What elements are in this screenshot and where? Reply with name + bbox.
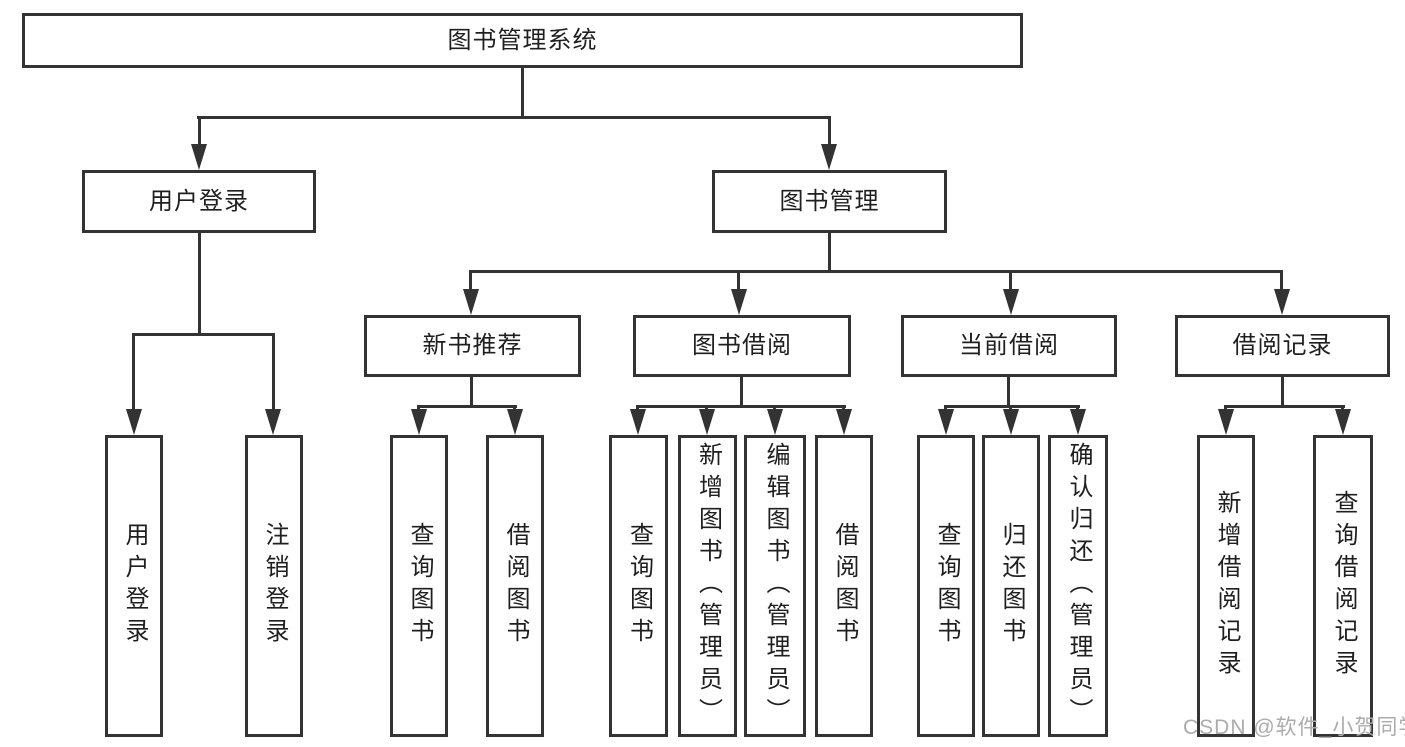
connector-line bbox=[469, 270, 1283, 273]
leaf-label: 编辑图书（管理员） bbox=[762, 442, 789, 730]
leaf-query-books-recommend: 查询图书 bbox=[390, 435, 448, 737]
connector-line bbox=[828, 233, 831, 272]
leaf-label: 新增借阅记录 bbox=[1213, 490, 1240, 682]
node-label: 借阅记录 bbox=[1232, 332, 1333, 359]
arrow-down-icon bbox=[821, 144, 837, 170]
connector-line bbox=[1281, 377, 1284, 408]
connector-line bbox=[740, 377, 743, 408]
arrow-down-icon bbox=[265, 409, 281, 435]
node-user-login: 用户登录 bbox=[82, 170, 316, 233]
leaf-label: 用户登录 bbox=[121, 522, 148, 650]
node-current-borrow: 当前借阅 bbox=[901, 315, 1117, 377]
arrow-down-icon bbox=[836, 409, 852, 435]
node-label: 当前借阅 bbox=[959, 332, 1059, 359]
arrow-down-icon bbox=[507, 409, 523, 435]
arrow-down-icon bbox=[1070, 409, 1086, 435]
connector-line bbox=[417, 405, 517, 408]
arrow-down-icon bbox=[126, 409, 142, 435]
arrow-down-icon bbox=[630, 409, 646, 435]
leaf-logout: 注销登录 bbox=[245, 435, 303, 737]
arrow-down-icon bbox=[191, 144, 207, 170]
leaf-label: 查询图书 bbox=[406, 522, 433, 650]
leaf-user-login: 用户登录 bbox=[105, 435, 163, 737]
leaf-label: 归还图书 bbox=[998, 522, 1025, 650]
leaf-return-books: 归还图书 bbox=[982, 435, 1040, 737]
node-library-management-system: 图书管理系统 bbox=[22, 13, 1023, 68]
node-book-borrow: 图书借阅 bbox=[633, 315, 851, 377]
connector-line bbox=[636, 405, 846, 408]
connector-line bbox=[521, 68, 524, 118]
leaf-label: 查询借阅记录 bbox=[1330, 490, 1357, 682]
node-new-book-recommend: 新书推荐 bbox=[364, 315, 581, 377]
leaf-borrow-books-recommend: 借阅图书 bbox=[486, 435, 544, 737]
connector-line bbox=[828, 116, 831, 148]
arrow-down-icon bbox=[463, 289, 479, 315]
arrow-down-icon bbox=[1003, 409, 1019, 435]
leaf-add-borrow-record: 新增借阅记录 bbox=[1197, 435, 1255, 737]
connector-line bbox=[470, 377, 473, 408]
connector-line bbox=[198, 116, 201, 148]
leaf-add-book-admin: 新增图书（管理员） bbox=[678, 435, 737, 737]
node-borrow-records: 借阅记录 bbox=[1175, 315, 1390, 377]
watermark: CSDN @软件_小贺同学 bbox=[1183, 716, 1405, 739]
connector-line bbox=[272, 333, 275, 413]
leaf-confirm-return-admin: 确认归还（管理员） bbox=[1048, 435, 1108, 737]
connector-line bbox=[1224, 405, 1345, 408]
arrow-down-icon bbox=[411, 409, 427, 435]
connector-line bbox=[132, 333, 275, 336]
arrow-down-icon bbox=[1003, 289, 1019, 315]
connector-line bbox=[1009, 270, 1012, 293]
arrow-down-icon bbox=[1218, 409, 1234, 435]
node-label: 用户登录 bbox=[149, 187, 249, 215]
arrow-down-icon bbox=[1335, 409, 1351, 435]
connector-line bbox=[944, 405, 1080, 408]
leaf-label: 注销登录 bbox=[261, 522, 288, 650]
node-label: 图书管理 bbox=[779, 187, 880, 215]
connector-line bbox=[1280, 270, 1283, 293]
connector-line bbox=[198, 233, 201, 335]
node-book-management: 图书管理 bbox=[712, 170, 947, 233]
leaf-query-borrow-record: 查询借阅记录 bbox=[1313, 435, 1373, 737]
leaf-label: 查询图书 bbox=[625, 522, 653, 650]
connector-line bbox=[469, 270, 472, 293]
arrow-down-icon bbox=[699, 409, 715, 435]
connector-line bbox=[197, 116, 831, 119]
arrow-down-icon bbox=[731, 289, 747, 315]
leaf-label: 新增图书（管理员） bbox=[694, 442, 722, 730]
connector-line bbox=[132, 333, 135, 413]
connector-line bbox=[1007, 377, 1010, 408]
leaf-edit-book-admin: 编辑图书（管理员） bbox=[744, 435, 806, 737]
arrow-down-icon bbox=[767, 409, 783, 435]
leaf-borrow-books: 借阅图书 bbox=[815, 435, 873, 737]
leaf-label: 查询图书 bbox=[933, 522, 960, 650]
leaf-query-books-borrow: 查询图书 bbox=[609, 435, 668, 737]
arrow-down-icon bbox=[938, 409, 954, 435]
connector-line bbox=[737, 270, 740, 293]
node-label: 新书推荐 bbox=[422, 332, 523, 359]
leaf-query-books-current: 查询图书 bbox=[917, 435, 975, 737]
leaf-label: 借阅图书 bbox=[831, 522, 858, 650]
node-label: 图书借阅 bbox=[692, 332, 792, 359]
node-label: 图书管理系统 bbox=[447, 26, 598, 54]
leaf-label: 借阅图书 bbox=[502, 522, 529, 650]
arrow-down-icon bbox=[1274, 289, 1290, 315]
leaf-label: 确认归还（管理员） bbox=[1065, 442, 1092, 730]
